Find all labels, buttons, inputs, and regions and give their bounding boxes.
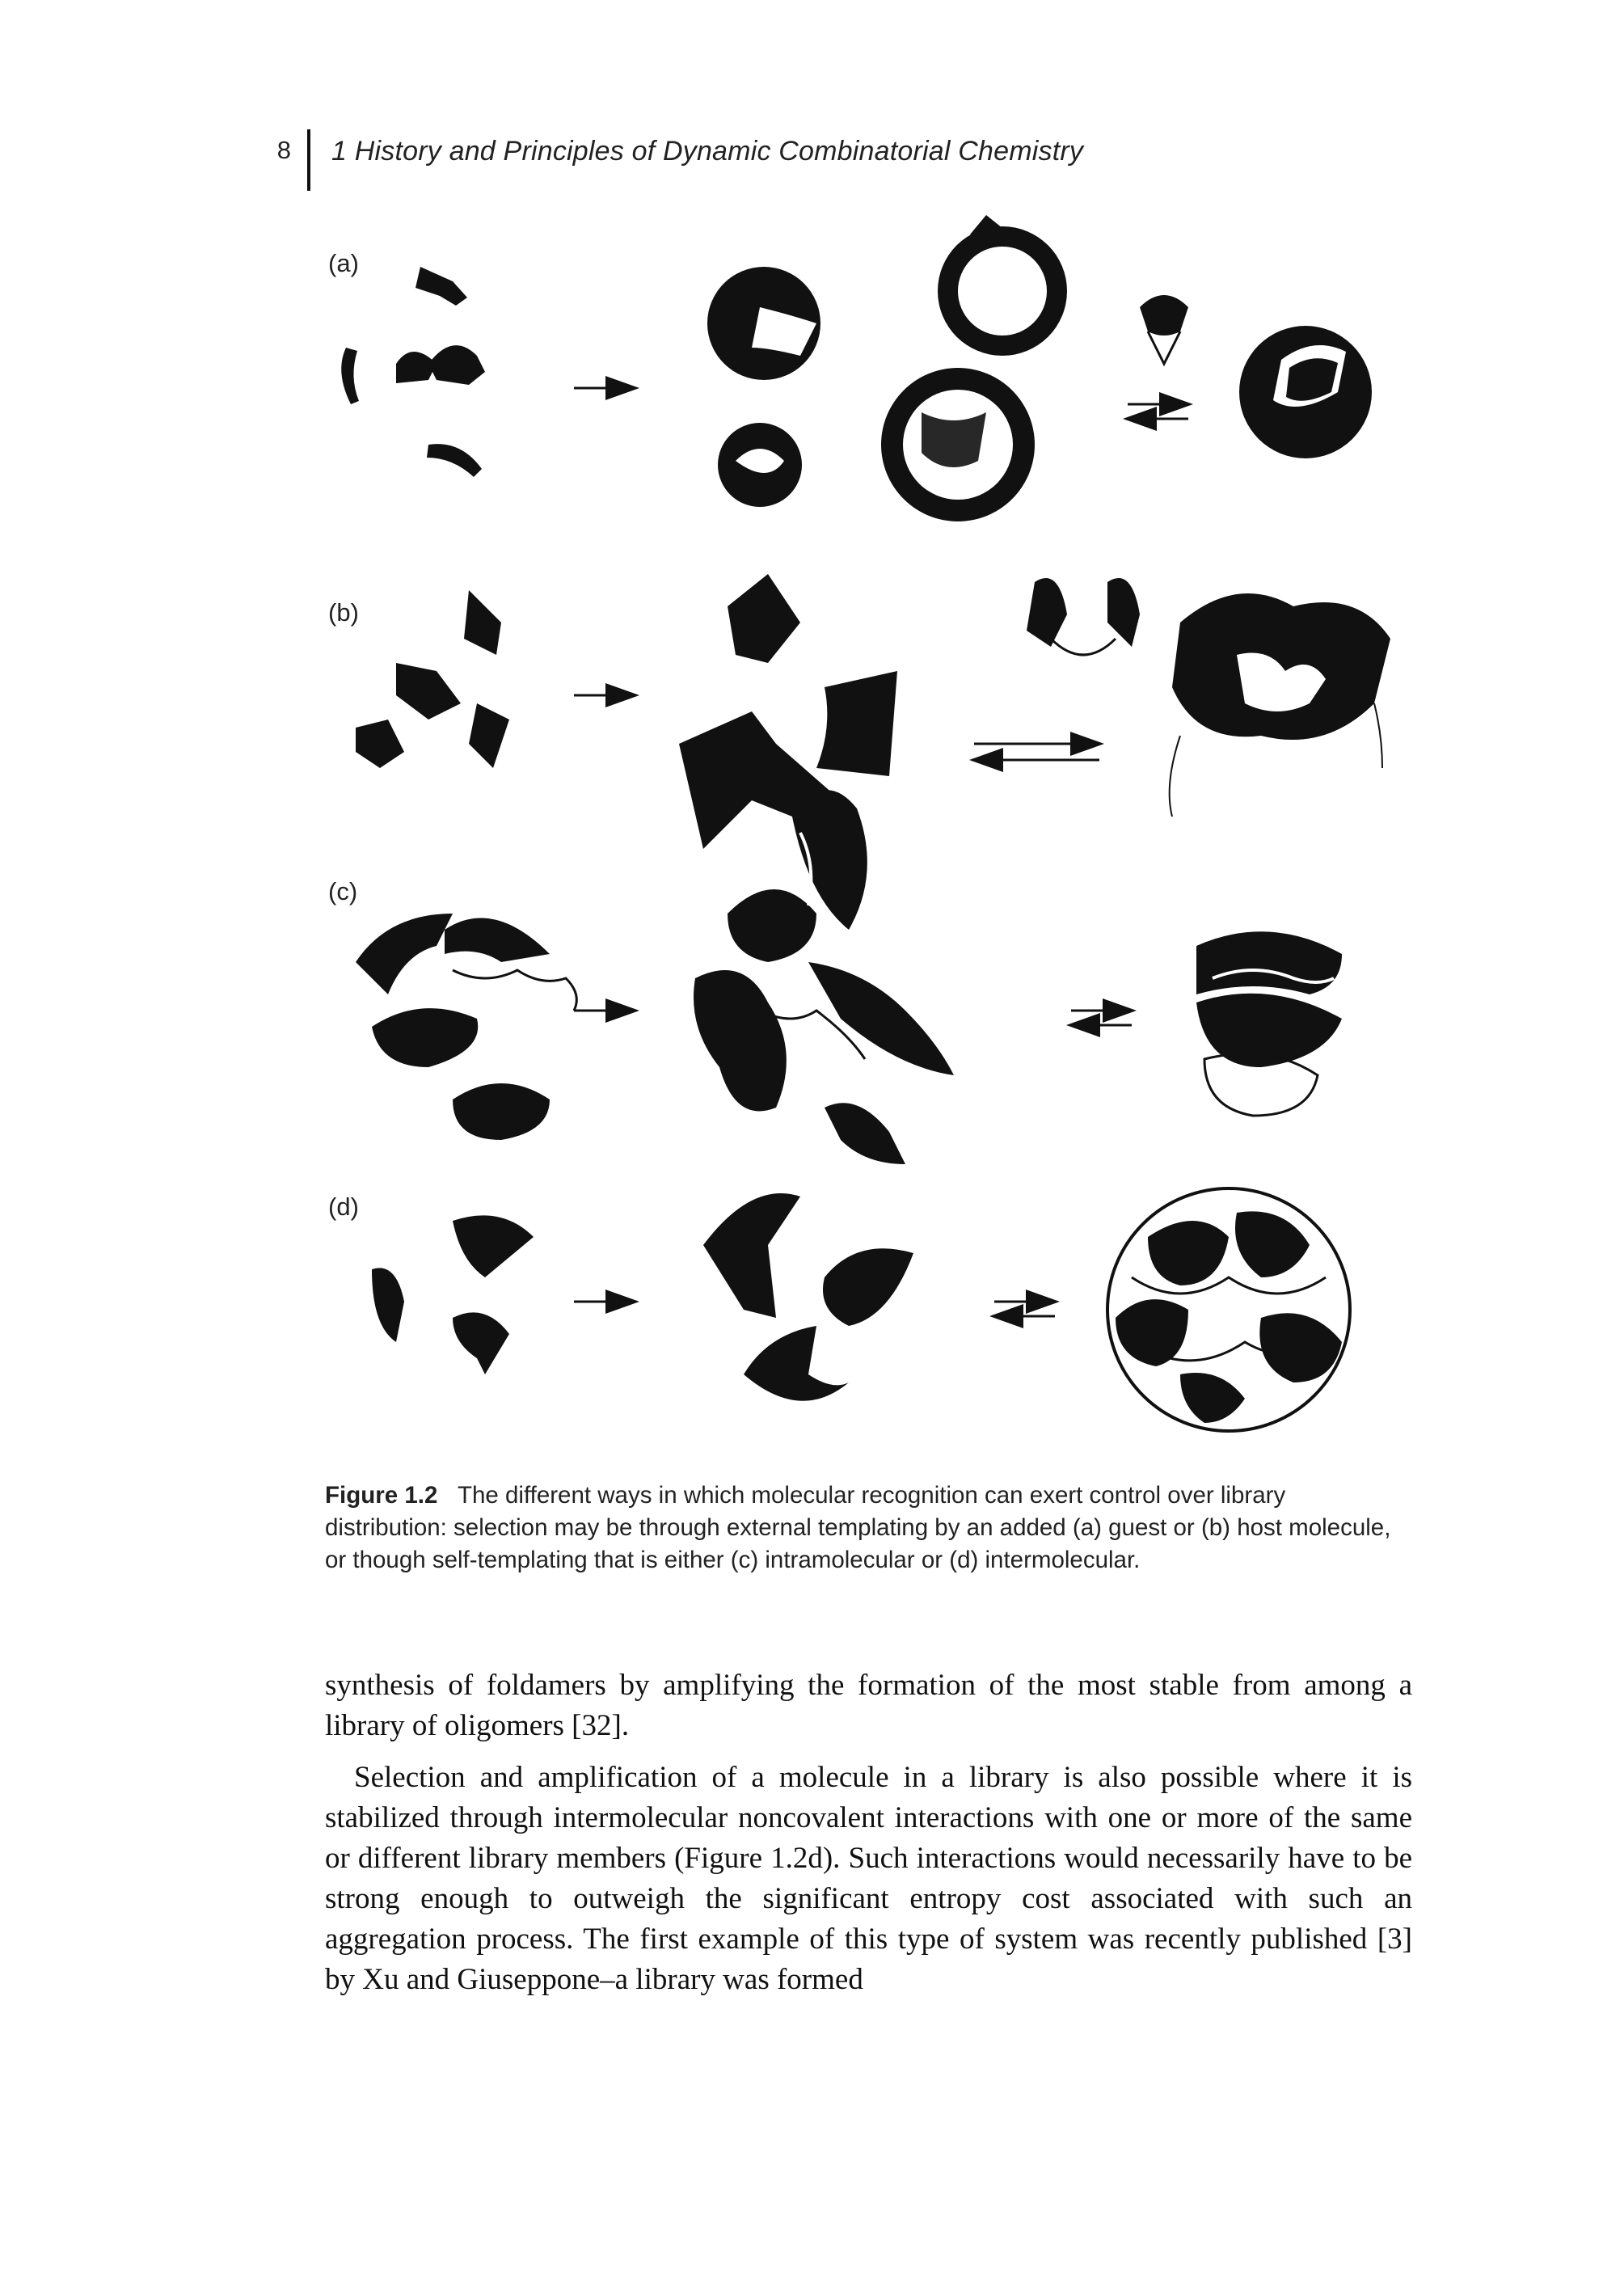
panel-b-illustration (356, 574, 1390, 849)
caption-text: The different ways in which molecular re… (325, 1482, 1390, 1573)
panel-label-b: (b) (328, 598, 359, 627)
panel-label-c: (c) (328, 877, 358, 905)
body-text: synthesis of foldamers by amplifying the… (325, 1665, 1412, 2000)
caption-label: Figure 1.2 (325, 1482, 438, 1509)
page-number: 8 (276, 136, 291, 164)
caption-body: The different ways in which molecular re… (325, 1482, 1391, 1573)
panel-c-illustration (356, 790, 1342, 1164)
running-header: 8 1 History and Principles of Dynamic Co… (257, 129, 1429, 191)
panel-label-a: (a) (328, 249, 359, 277)
figure-illustration (341, 215, 1390, 1433)
paragraph: Selection and amplification of a molecul… (325, 1761, 1412, 1996)
figure-1-2: (a) (b) (c) (d) (307, 202, 1423, 1439)
figure-caption: Figure 1.2 The different ways in which m… (325, 1479, 1412, 1577)
header-rule (307, 129, 310, 191)
paragraph: synthesis of foldamers by amplifying the… (325, 1669, 1412, 1742)
panel-label-d: (d) (328, 1192, 359, 1221)
running-title: 1 History and Principles of Dynamic Comb… (331, 136, 1084, 167)
panel-a-illustration (341, 215, 1372, 521)
panel-d-illustration (372, 1187, 1352, 1433)
